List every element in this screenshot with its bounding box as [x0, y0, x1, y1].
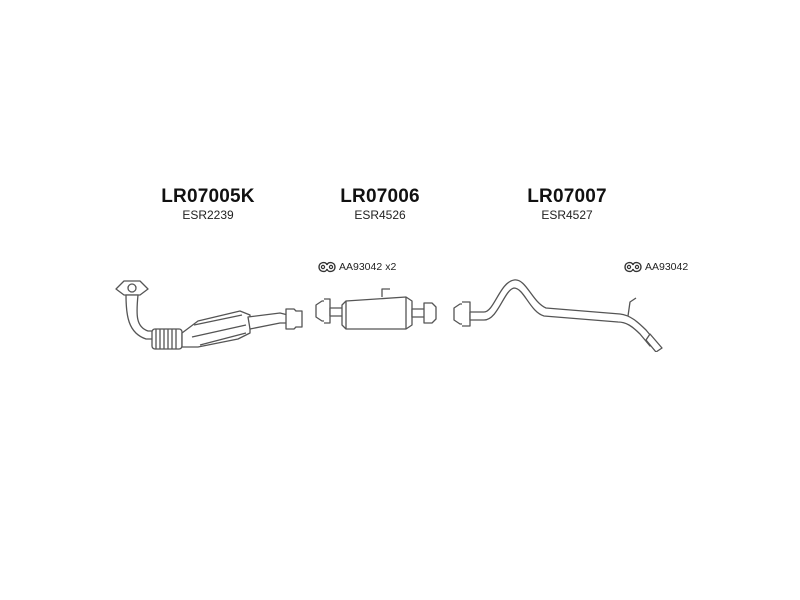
- rubber-mount-icon: [624, 261, 642, 273]
- part-label-lr07005k: LR07005K ESR2239: [148, 186, 268, 222]
- kit-code: AA93042: [645, 261, 689, 273]
- kit-code: AA93042: [339, 261, 383, 273]
- mounting-kit-label: AA93042: [624, 260, 688, 274]
- part-label-lr07006: LR07006 ESR4526: [320, 186, 440, 222]
- part-code: LR07005K: [161, 186, 255, 207]
- part-label-lr07007: LR07007 ESR4527: [507, 186, 627, 222]
- mounting-kit-label: AA93042 x2: [318, 260, 396, 274]
- part-code: LR07006: [340, 186, 420, 207]
- rear-tailpipe-drawing: [453, 279, 663, 352]
- part-reference: ESR4527: [541, 208, 593, 222]
- part-code: LR07007: [527, 186, 607, 207]
- front-pipe-catalytic-converter-drawing: [115, 280, 303, 350]
- kit-quantity: x2: [385, 261, 397, 273]
- middle-silencer-drawing: [315, 288, 437, 330]
- part-reference: ESR4526: [354, 208, 406, 222]
- rubber-mount-icon: [318, 261, 336, 273]
- part-reference: ESR2239: [182, 208, 234, 222]
